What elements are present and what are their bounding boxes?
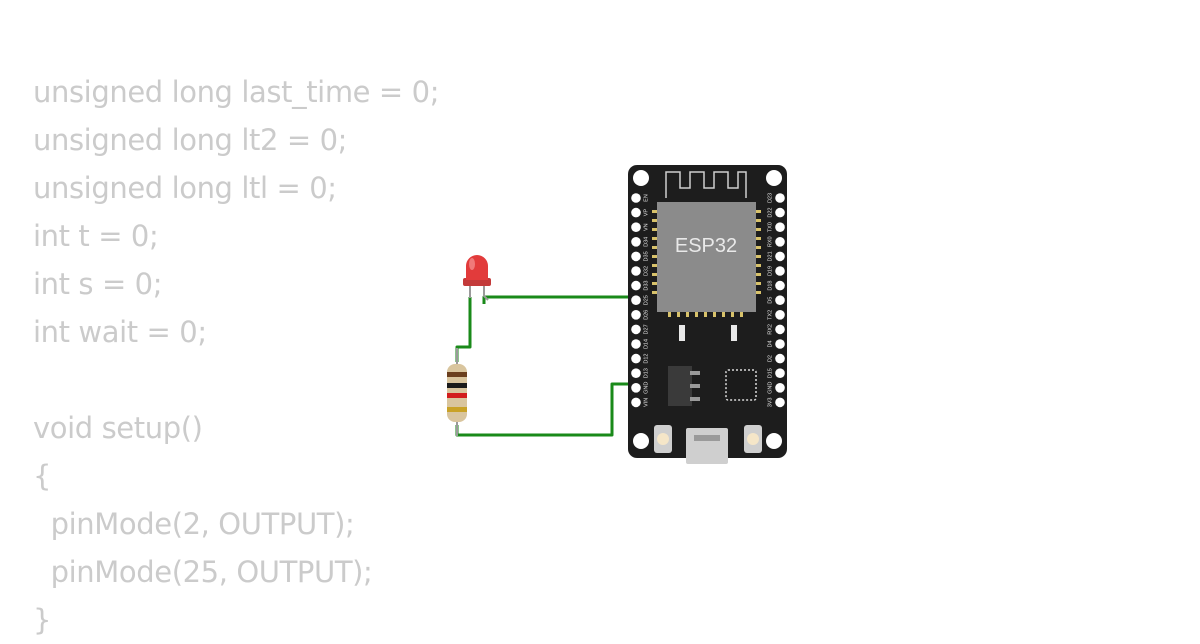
pin-left-label: VP [643,209,649,217]
pin-left-d13[interactable] [631,368,641,379]
red-led[interactable] [463,255,491,301]
pin-right-label: D2 [767,355,773,362]
usb-port-icon [686,428,728,464]
pin-right-label: TX0 [767,222,773,232]
pin-right-d15[interactable] [775,368,785,379]
pin-right-d23[interactable] [775,193,785,203]
pin-left-d25[interactable] [631,295,641,306]
code-editor[interactable]: unsigned long last_time = 0; unsigned lon… [33,68,439,644]
pin-right-tx0[interactable] [775,222,785,232]
pin-right-d21[interactable] [775,251,785,262]
regulator-icon [668,366,692,406]
code-line-1: unsigned long last_time = 0; [33,75,440,109]
pin-left-label: D12 [643,354,649,364]
resistor[interactable] [447,348,467,436]
pin-left-label: D25 [643,295,649,305]
pin-left-d32[interactable] [631,266,641,276]
pin-right-rx2[interactable] [775,324,785,335]
code-line-6: int wait = 0; [33,315,207,349]
code-line-10: pinMode(2, OUTPUT); [33,507,355,541]
pin-left-label: VIN [643,398,649,407]
pin-left-label: D33 [643,281,649,291]
pin-right-gnd[interactable] [775,383,785,393]
pin-left-gnd[interactable] [631,383,641,393]
pin-right-label: D18 [767,281,773,291]
mount-hole-icon [766,433,782,449]
chip-label: ESP32 [675,235,737,257]
mount-hole-icon [633,433,649,449]
pin-right-label: D19 [767,266,773,276]
esp32-chip [657,202,756,312]
circuit-canvas: ESP32 ENVPVND34D35D32D33D25D26D27D14D12D… [447,165,787,464]
code-line-4: int t = 0; [33,219,159,253]
wire-led-to-resistor[interactable] [455,297,472,362]
reset-button[interactable] [744,425,762,453]
pin-left-vn[interactable] [631,222,641,232]
pin-right-d2[interactable] [775,353,785,364]
pin-right-label: D15 [767,368,773,378]
esp32-module-pads [652,210,761,317]
pin-left-d14[interactable] [631,339,641,349]
pin-right-d22[interactable] [775,207,785,218]
pin-left-label: D35 [643,251,649,261]
pin-left-label: D26 [643,310,649,320]
pin-right-label: D4 [767,340,773,347]
pin-right-label: TX2 [767,310,773,320]
pin-right-rx0[interactable] [775,237,785,247]
pin-left-d26[interactable] [631,310,641,320]
code-line-8: void setup() [33,411,203,445]
pin-left-en[interactable] [631,193,641,203]
wire-resistor-to-gnd[interactable] [455,382,636,437]
code-line-5: int s = 0; [33,267,163,301]
pin-left-d34[interactable] [631,237,641,247]
pin-left-label: D14 [643,339,649,349]
pin-right-label: D21 [767,251,773,261]
pin-left-d12[interactable] [631,353,641,364]
pin-right-d18[interactable] [775,280,785,291]
usb-chip-icon [725,369,757,401]
pin-left-d35[interactable] [631,251,641,262]
pin-left-d27[interactable] [631,324,641,335]
pin-left-label: D27 [643,324,649,334]
pin-right-d19[interactable] [775,266,785,276]
pin-left-label: EN [643,194,649,202]
mount-hole-icon [633,170,649,186]
pin-right-label: GND [767,382,773,394]
boot-button[interactable] [654,425,672,453]
pin-left-vp[interactable] [631,207,641,218]
code-line-11: pinMode(25, OUTPUT); [33,555,373,589]
pin-right-label: D23 [767,193,773,203]
pin-right-label: 3V3 [767,398,773,408]
esp32-board[interactable]: ESP32 ENVPVND34D35D32D33D25D26D27D14D12D… [628,165,787,464]
antenna-icon [665,171,747,198]
wire-led-to-d25[interactable] [482,295,636,304]
code-line-12: } [33,603,52,637]
code-line-3: unsigned long ltl = 0; [33,171,337,205]
pin-left-label: GND [643,382,649,394]
pin-left-label: VN [643,223,649,231]
pin-right-tx2[interactable] [775,310,785,320]
mount-hole-icon [766,170,782,186]
pin-left-label: D13 [643,368,649,378]
code-line-2: unsigned long lt2 = 0; [33,123,348,157]
pin-left-vin[interactable] [631,397,641,408]
pin-right-label: D5 [767,297,773,304]
pin-right-label: RX0 [767,236,773,247]
pin-right-label: D22 [767,208,773,218]
code-line-9: { [33,459,52,493]
pin-right-label: RX2 [767,324,773,335]
pin-left-label: D34 [643,237,649,247]
pin-left-label: D32 [643,266,649,276]
pin-left-d33[interactable] [631,280,641,291]
pin-right-3v3[interactable] [775,397,785,408]
wires [455,295,636,437]
pin-right-d4[interactable] [775,339,785,349]
pin-right-d5[interactable] [775,295,785,306]
